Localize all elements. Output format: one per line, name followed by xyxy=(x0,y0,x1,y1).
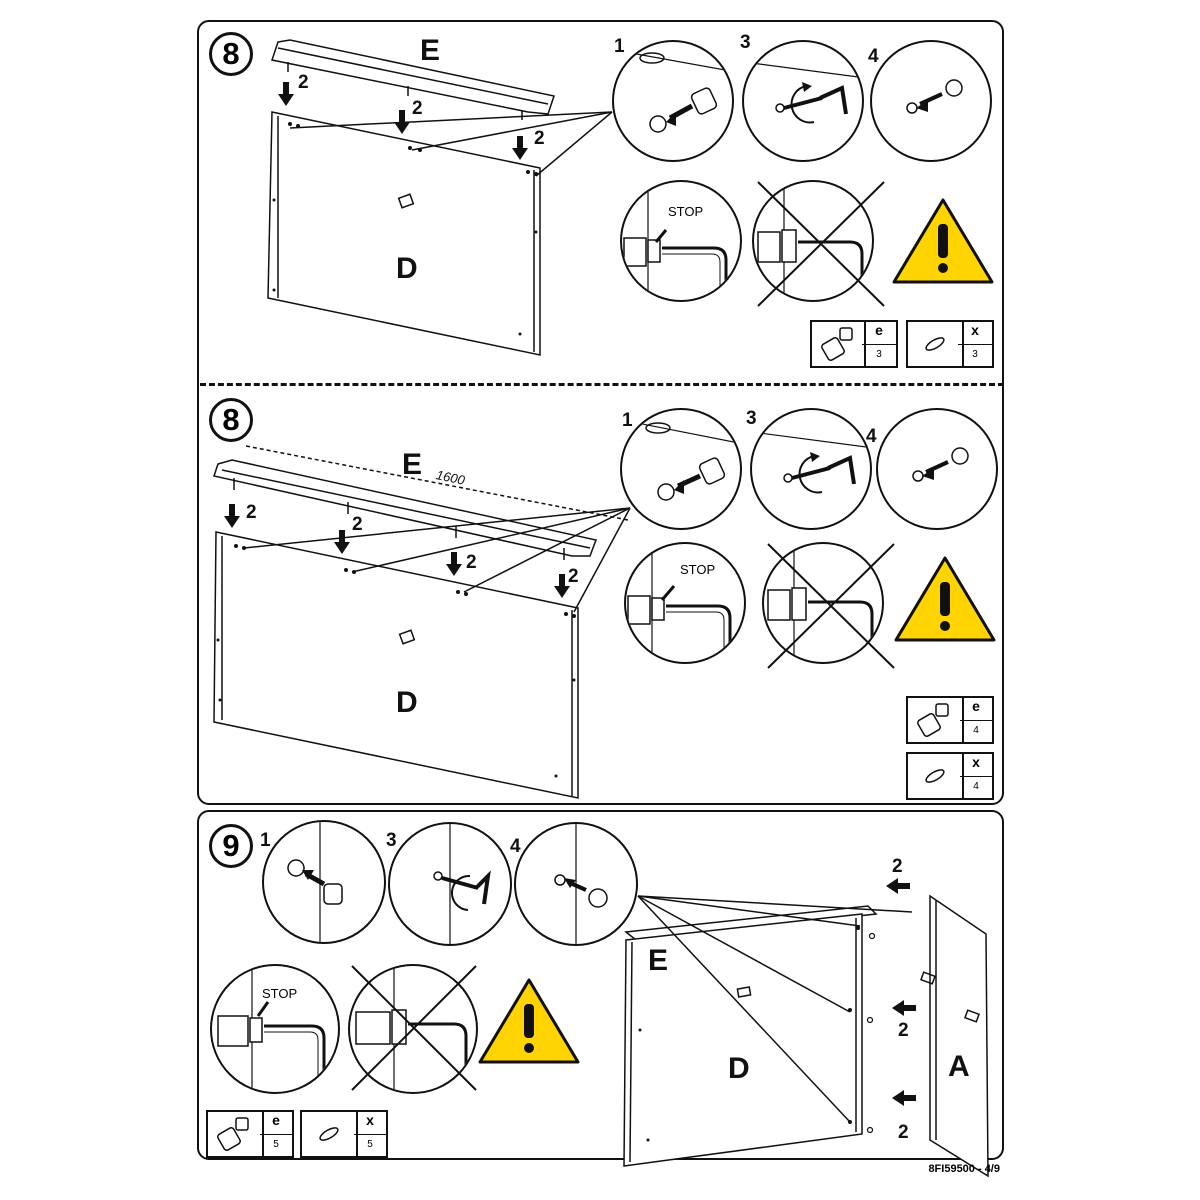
detail-stop-wrong xyxy=(348,964,478,1094)
arrow-count-label: 2 xyxy=(352,514,363,535)
fitting-qty: 3 xyxy=(876,349,882,360)
fitting-table-dowel: x 3 xyxy=(906,320,994,368)
allen-key-icon xyxy=(433,824,491,944)
arrow-count-label: 2 xyxy=(568,566,579,587)
arrow-count-label: 2 xyxy=(246,502,257,523)
dowel-icon xyxy=(925,337,945,351)
fitting-qty: 4 xyxy=(973,725,979,736)
detail-number: 3 xyxy=(740,32,751,53)
detail-number: 4 xyxy=(866,426,877,447)
detail-number: 3 xyxy=(386,830,397,851)
fitting-code: x xyxy=(960,754,992,777)
dowel-icon xyxy=(925,769,945,783)
detail-stop-correct: STOP xyxy=(620,180,742,302)
page-code: 8FI59500 - 4/9 xyxy=(928,1163,1000,1175)
detail-insert-cam xyxy=(620,408,742,530)
arrow-count-label: 2 xyxy=(892,856,903,877)
arrow-count-label: 2 xyxy=(534,128,545,149)
detail-cap xyxy=(514,822,638,946)
stop-label: STOP xyxy=(668,204,704,219)
detail-number: 4 xyxy=(868,46,879,67)
fitting-qty: 3 xyxy=(972,349,978,360)
fitting-code: x xyxy=(958,322,992,345)
dashed-divider xyxy=(200,383,1004,386)
stop-label: STOP xyxy=(262,986,298,1001)
detail-number: 4 xyxy=(510,836,521,857)
part-label-e: E xyxy=(648,944,669,977)
step-number-badge: 9 xyxy=(209,824,253,868)
detail-stop-correct: STOP xyxy=(210,964,340,1094)
arrow-count-label: 2 xyxy=(298,72,309,93)
dowel-icon xyxy=(912,447,969,482)
detail-insert-cam xyxy=(612,40,734,162)
fitting-table-dowel: x 5 xyxy=(300,1110,388,1158)
part-label-e: E xyxy=(420,34,441,67)
cam-lock-icon xyxy=(614,49,732,133)
fitting-code: x xyxy=(354,1112,386,1135)
part-label-d: D xyxy=(728,1052,750,1085)
cam-lock-icon xyxy=(217,966,326,1092)
detail-stop-wrong xyxy=(752,180,874,302)
stop-label: STOP xyxy=(680,562,716,577)
dowel-icon xyxy=(906,79,963,114)
detail-number: 1 xyxy=(260,830,271,851)
detail-turn-key xyxy=(750,408,872,530)
detail-number: 1 xyxy=(614,36,625,57)
detail-insert-cam xyxy=(262,820,386,944)
cam-lock-icon xyxy=(287,822,343,942)
cam-lock-icon xyxy=(917,703,949,737)
cam-lock-icon xyxy=(623,182,728,300)
step-number-badge: 8 xyxy=(209,32,253,76)
warning-icon xyxy=(892,198,994,284)
part-label-a: A xyxy=(948,1050,970,1083)
detail-cap xyxy=(870,40,992,162)
allen-key-icon xyxy=(752,431,870,494)
cam-lock-icon xyxy=(757,182,864,300)
fitting-table-cam: e 3 xyxy=(810,320,898,368)
fitting-qty: 4 xyxy=(973,781,979,792)
cam-lock-icon xyxy=(821,327,853,361)
part-label-d: D xyxy=(396,252,418,285)
fitting-qty: 5 xyxy=(367,1139,373,1150)
detail-stop-correct: STOP xyxy=(624,542,746,664)
warning-icon xyxy=(894,556,996,642)
detail-stop-wrong xyxy=(762,542,884,664)
warning-icon xyxy=(478,978,580,1064)
detail-number: 3 xyxy=(746,408,757,429)
fitting-table-dowel: x 4 xyxy=(906,752,994,800)
arrow-count-label: 2 xyxy=(898,1122,909,1143)
part-label-e: E xyxy=(402,448,423,481)
cam-lock-icon xyxy=(627,544,732,662)
allen-key-icon xyxy=(744,61,862,124)
fitting-table-cam: e 4 xyxy=(906,696,994,744)
dowel-icon xyxy=(554,824,608,944)
cam-lock-icon xyxy=(622,419,740,501)
cam-lock-icon xyxy=(767,544,874,662)
arrow-count-label: 2 xyxy=(466,552,477,573)
detail-turn-key xyxy=(388,822,512,946)
fitting-code: e xyxy=(260,1112,292,1135)
arrow-count-label: 2 xyxy=(412,98,423,119)
fitting-table-cam: e 5 xyxy=(206,1110,294,1158)
cam-lock-icon xyxy=(355,966,468,1092)
arrow-count-label: 2 xyxy=(898,1020,909,1041)
part-label-d: D xyxy=(396,686,418,719)
detail-turn-key xyxy=(742,40,864,162)
fitting-code: e xyxy=(862,322,896,345)
dowel-icon xyxy=(319,1127,339,1141)
detail-cap xyxy=(876,408,998,530)
fitting-code: e xyxy=(960,698,992,721)
cam-lock-icon xyxy=(217,1117,249,1151)
step-number-badge: 8 xyxy=(209,398,253,442)
fitting-qty: 5 xyxy=(273,1139,279,1150)
